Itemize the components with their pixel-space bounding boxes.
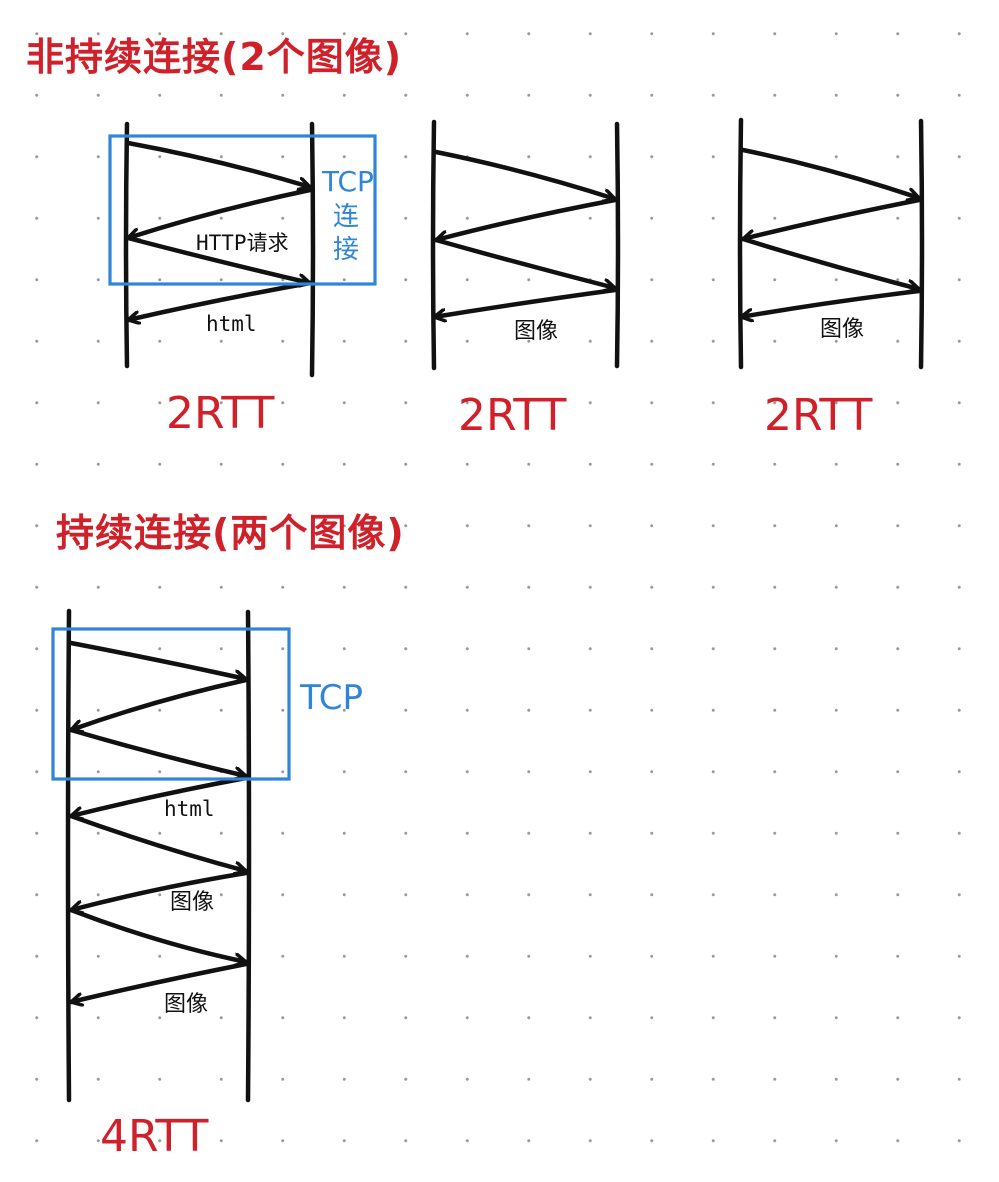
np1-client-timeline (123, 121, 130, 369)
np1-arrow-html (125, 280, 313, 320)
p-arrow-html (68, 775, 249, 816)
p-tcp-box (51, 627, 291, 781)
np2-server-timeline (614, 121, 621, 369)
p-arrow-req-image-1 (68, 813, 249, 871)
np1-request-label: HTTP请求 (196, 231, 289, 255)
np3-arrow-image (738, 288, 922, 317)
np3-rtt-label: 2RTT (764, 390, 872, 441)
np1-html-label: html (206, 312, 257, 336)
p-rtt-label: 4RTT (100, 1111, 208, 1162)
p-server-timeline (245, 609, 252, 1103)
p-arrow-req-image-2 (68, 907, 249, 962)
np2-rtt-label: 2RTT (458, 390, 566, 441)
p-image-1-label: 图像 (170, 890, 214, 915)
p-arrow-image-2 (68, 961, 249, 1002)
np-diagram-3: 图像 2RTT (737, 117, 925, 441)
p-tcp-label: TCP (299, 678, 363, 718)
np-diagram-2: 图像 2RTT (430, 119, 621, 441)
p-image-2-label: 图像 (164, 992, 208, 1017)
p-arrow-syn (68, 640, 249, 679)
np1-tcp-label: TCP (321, 165, 374, 198)
heading-persistent: 持续连接(两个图像) (56, 511, 405, 555)
np2-image-label: 图像 (514, 319, 558, 344)
np3-arrow-syn (740, 147, 922, 198)
np2-arrow-synack (433, 197, 618, 240)
heading-non-persistent: 非持续连接(2个图像) (26, 35, 403, 79)
p-arrow-image-1 (68, 870, 249, 910)
np3-arrow-synack (740, 197, 922, 239)
p-arrow-synack (68, 677, 249, 730)
np1-tcp-char-2: 接 (333, 235, 359, 265)
np-diagram-1: TCP 连 接 HTTP请求 html 2RTT (108, 121, 377, 439)
np2-arrow-syn (433, 149, 618, 199)
p-arrow-request (68, 727, 249, 776)
np1-arrow-syn (125, 140, 313, 187)
np3-client-timeline (737, 117, 744, 370)
np3-server-timeline (918, 118, 925, 370)
np1-tcp-box (108, 134, 377, 286)
np3-image-label: 图像 (820, 317, 864, 342)
np2-arrow-image (431, 287, 618, 317)
p-diagram: TCP html 图像 图像 4RTT (51, 608, 363, 1162)
np2-client-timeline (430, 119, 437, 371)
np3-arrow-request (740, 236, 922, 289)
np1-arrow-synack (125, 187, 313, 238)
np1-server-timeline (309, 121, 316, 378)
np1-arrow-request (125, 235, 313, 283)
np1-rtt-label: 2RTT (166, 388, 274, 439)
np1-tcp-char-1: 连 (333, 202, 359, 232)
p-client-timeline (65, 608, 72, 1103)
p-html-label: html (164, 797, 215, 821)
np2-arrow-request (433, 237, 618, 288)
